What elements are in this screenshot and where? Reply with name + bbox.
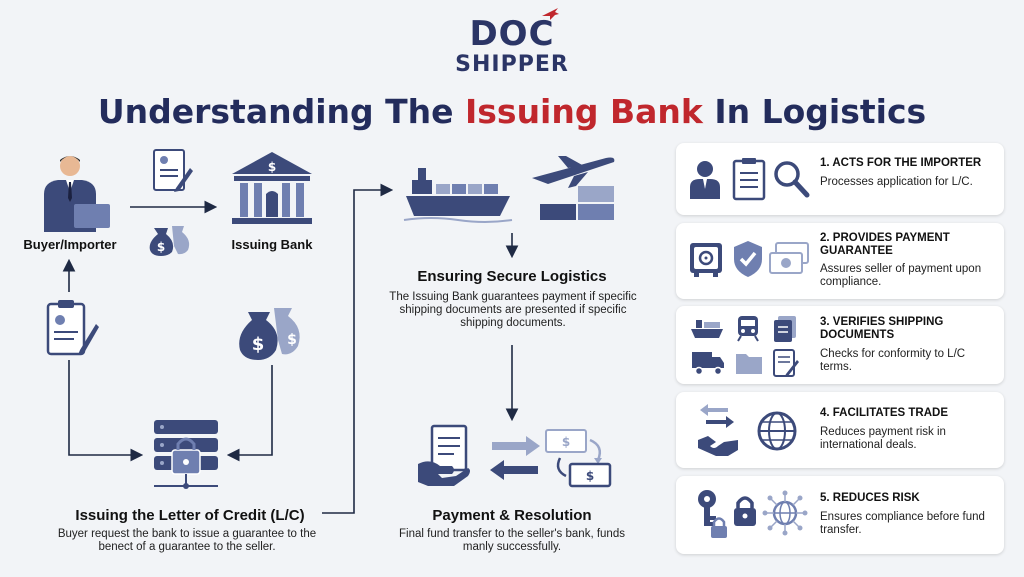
card-2-desc: Assures seller of payment upon complianc… — [820, 263, 982, 288]
svg-text:$: $ — [586, 469, 594, 483]
svg-text:$: $ — [287, 332, 297, 348]
bank-label: Issuing Bank — [231, 237, 313, 252]
document-edit-icon — [773, 349, 799, 377]
title-part2: In Logistics — [702, 92, 927, 131]
padlock-icon — [734, 496, 756, 526]
exchange-arrows-icon — [700, 404, 734, 428]
payment-title: Payment & Resolution — [432, 507, 592, 524]
logo-doc: DOC — [469, 14, 555, 54]
businessman-icon — [44, 156, 110, 232]
card-4-desc: Reduces payment risk in international de… — [820, 426, 946, 451]
folder-icon — [736, 354, 762, 374]
magnifier-icon — [774, 161, 810, 198]
truck-icon — [692, 352, 724, 376]
title-part1: Understanding The — [97, 92, 465, 131]
card-facilitates-trade: 4. FACILITATES TRADE Reduces payment ris… — [676, 392, 1004, 468]
payment-desc: Final fund transfer to the seller's bank… — [399, 528, 625, 553]
importer-person-icon — [690, 161, 720, 199]
checklist-clipboard-icon — [732, 158, 766, 201]
card-3-desc: Checks for conformity to L/C terms. — [820, 348, 966, 373]
card-2-title: 2. PROVIDES PAYMENT GUARANTEE — [820, 232, 950, 257]
document-hand-icon — [418, 424, 470, 486]
key-icon — [698, 490, 716, 526]
airplane-logo-icon — [542, 8, 559, 20]
logistics-desc: The Issuing Bank guarantees payment if s… — [389, 291, 637, 329]
card-verifies-documents: 3. VERIFIES SHIPPING DOCUMENTS Checks fo… — [676, 306, 1004, 384]
card-1-title: 1. ACTS FOR THE IMPORTER — [820, 157, 982, 169]
safe-icon — [690, 243, 722, 277]
page-title: Understanding The Issuing Bank In Logist… — [0, 92, 1024, 131]
card-reduces-risk: 5. REDUCES RISK Ensures compliance befor… — [676, 476, 1004, 554]
money-bills-icon: $ $ — [545, 429, 612, 488]
money-bags-icon: $ — [149, 226, 190, 256]
airplane-containers-icon — [532, 156, 615, 220]
svg-text:$: $ — [157, 240, 165, 254]
card-1-desc: Processes application for L/C. — [820, 176, 973, 188]
lc-desc: Buyer request the bank to issue a guaran… — [57, 528, 317, 553]
card-acts-for-importer: 1. ACTS FOR THE IMPORTER Processes appli… — [676, 143, 1004, 215]
lc-title: Issuing the Letter of Credit (L/C) — [75, 507, 305, 524]
application-document-icon — [153, 149, 193, 192]
title-highlight: Issuing Bank — [465, 92, 703, 131]
svg-text:$: $ — [562, 435, 570, 449]
network-globe-icon — [762, 490, 808, 536]
card-4-title: 4. FACILITATES TRADE — [820, 407, 948, 419]
transfer-arrows-icon — [490, 436, 540, 480]
cargo-ship-icon — [403, 168, 513, 223]
card-3-title: 3. VERIFIES SHIPPING DOCUMENTS — [820, 316, 944, 341]
logistics-title: Ensuring Secure Logistics — [417, 268, 607, 285]
train-icon — [737, 316, 759, 342]
secure-server-lock-icon — [154, 420, 218, 489]
documents-icon — [774, 316, 796, 342]
padlock-small-icon — [711, 517, 727, 538]
logo-shipper: SHIPPER — [455, 52, 569, 77]
money-bags-large-icon: $ $ — [239, 308, 300, 360]
ship-small-icon — [691, 320, 723, 338]
clipboard-icon — [46, 300, 99, 356]
svg-text:$: $ — [252, 334, 265, 355]
card-5-desc: Ensures compliance before fund transfer. — [820, 511, 985, 536]
shield-check-icon — [734, 241, 762, 277]
svg-text:$: $ — [268, 160, 276, 174]
cash-icon — [769, 242, 809, 274]
card-5-title: 5. REDUCES RISK — [820, 492, 920, 504]
bank-building-icon: $ — [232, 152, 312, 224]
globe-icon — [757, 411, 797, 451]
handshake-icon — [698, 436, 738, 456]
card-payment-guarantee: 2. PROVIDES PAYMENT GUARANTEE Assures se… — [676, 223, 1004, 299]
buyer-label: Buyer/Importer — [23, 237, 117, 252]
